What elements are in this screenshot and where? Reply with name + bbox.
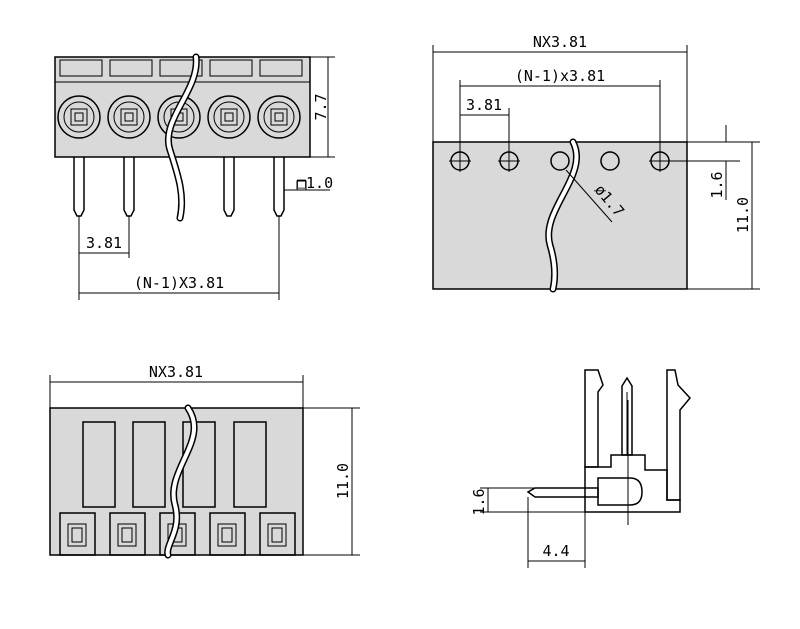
front-pin-label: □1.0 <box>297 174 333 192</box>
front-screws <box>57 95 301 139</box>
front-wire <box>164 53 200 222</box>
side-left-wall <box>584 369 604 468</box>
top-view: NX3.81 (N-1)x3.81 3.81 ø1.7 1.6 11.0 <box>432 33 760 293</box>
top-wire <box>545 138 580 293</box>
front-view: 7.7 □1.0 3.81 (N-1)X3.81 <box>54 53 335 300</box>
bottom-width-label: NX3.81 <box>149 363 203 381</box>
side-view: 1.6 4.4 <box>470 369 691 568</box>
front-pitch-label: 3.81 <box>86 234 122 252</box>
top-span-label: (N-1)x3.81 <box>515 67 605 85</box>
screw-5 <box>257 95 301 139</box>
screw-1 <box>57 95 101 139</box>
side-base <box>584 454 681 513</box>
side-right-wall <box>666 369 691 501</box>
front-span-label: (N-1)X3.81 <box>134 274 224 292</box>
bottom-view: NX3.81 11.0 <box>49 363 360 559</box>
top-housing <box>432 141 688 290</box>
top-pitch-label: 3.81 <box>466 96 502 114</box>
front-height-label: 7.7 <box>312 93 330 120</box>
bottom-height-label: 11.0 <box>334 463 352 499</box>
side-pin-height-label: 1.6 <box>470 488 488 515</box>
front-top-segments <box>55 59 310 83</box>
top-offset-label: 1.6 <box>708 171 726 198</box>
side-pin <box>526 487 599 498</box>
side-pin-length-label: 4.4 <box>542 542 569 560</box>
top-width-label: NX3.81 <box>533 33 587 51</box>
top-height-label: 11.0 <box>734 197 752 233</box>
top-holes <box>449 150 671 172</box>
bottom-wire <box>164 404 198 559</box>
screw-2 <box>107 95 151 139</box>
screw-4 <box>207 95 251 139</box>
